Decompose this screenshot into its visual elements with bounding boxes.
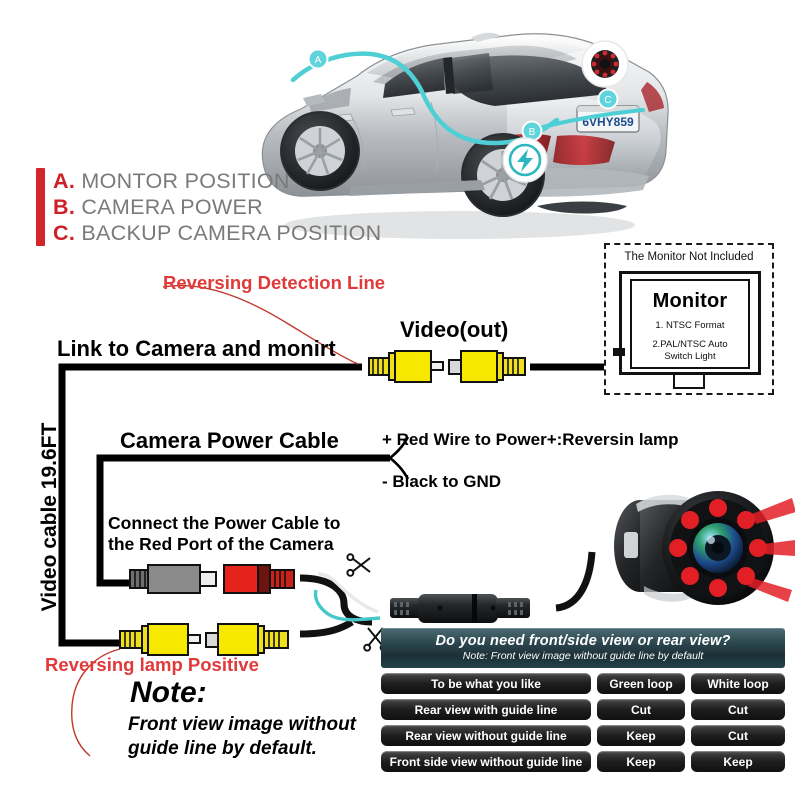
option-white-1[interactable]: White loop — [691, 673, 785, 694]
option-green-4[interactable]: Keep — [597, 751, 685, 772]
video-cable-path — [58, 363, 362, 647]
label-connect-power-cable: Connect the Power Cable to the Red Port … — [108, 513, 340, 555]
reversing-detection-curve — [162, 284, 359, 365]
options-row-2: Rear view with guide line Cut Cut — [381, 699, 785, 720]
options-banner-title: Do you need front/side view or rear view… — [435, 633, 731, 649]
rca-video-connector-pair — [368, 350, 526, 383]
legend-item-c: C. BACKUP CAMERA POSITION — [53, 220, 382, 246]
scissors-icon-white — [346, 553, 371, 577]
monitor-caption: The Monitor Not Included — [624, 251, 754, 263]
note-body: Front view image without guide line by d… — [128, 713, 356, 761]
power-to-coupler-path — [299, 574, 373, 626]
legend-accent-bar — [36, 168, 45, 246]
option-choice-1[interactable]: To be what you like — [381, 673, 591, 694]
monitor-panel: The Monitor Not Included Monitor 1. NTSC… — [604, 243, 774, 395]
label-red-wire: + Red Wire to Power+:Reversin lamp — [382, 430, 679, 449]
white-loop-wire — [317, 572, 379, 614]
svg-text:A: A — [315, 55, 322, 66]
label-black-gnd: - Black to GND — [382, 472, 502, 491]
power-connector-pair — [129, 564, 295, 594]
label-reversing-lamp-positive: Reversing lamp Positive — [45, 654, 259, 675]
label-camera-power-cable: Camera Power Cable — [120, 428, 339, 453]
option-green-3[interactable]: Keep — [597, 725, 685, 746]
monitor-spec-2: 2.PAL/NTSC Auto Switch Light — [632, 339, 748, 363]
label-connect-line2: the Red Port of the Camera — [108, 534, 334, 554]
monitor-stand — [673, 375, 705, 389]
legend-label-c: BACKUP CAMERA POSITION — [81, 221, 382, 245]
reversing-lamp-curve — [71, 648, 121, 757]
options-row-4: Front side view without guide line Keep … — [381, 751, 785, 772]
svg-text:C: C — [604, 95, 611, 106]
green-loop-wire — [313, 589, 381, 622]
cable-coupler — [390, 594, 530, 623]
option-white-4[interactable]: Keep — [691, 751, 785, 772]
monitor-frame: Monitor 1. NTSC Format 2.PAL/NTSC Auto S… — [613, 271, 761, 375]
note-title: Note: — [130, 676, 207, 709]
label-reversing-detection-line: Reversing Detection Line — [163, 272, 386, 293]
options-row-3: Rear view without guide line Keep Cut — [381, 725, 785, 746]
option-choice-4[interactable]: Front side view without guide line — [381, 751, 591, 772]
backup-camera-illustration — [614, 491, 795, 605]
monitor-title: Monitor — [652, 290, 728, 312]
options-banner-note: Note: Front view image without guide lin… — [462, 650, 704, 662]
note-body-line2: guide line by default. — [128, 738, 317, 759]
monitor-screen: Monitor 1. NTSC Format 2.PAL/NTSC Auto S… — [630, 279, 750, 369]
options-banner: Do you need front/side view or rear view… — [381, 628, 785, 668]
label-link-to-camera: Link to Camera and monirt — [57, 336, 336, 361]
legend-letter-c: C. — [53, 221, 76, 245]
legend-label-b: CAMERA POWER — [81, 195, 263, 219]
car-illustration: 6VHY859 — [261, 32, 669, 239]
label-video-out: Video(out) — [400, 317, 509, 342]
legend-letter-a: A. — [53, 169, 76, 193]
legend-letter-b: B. — [53, 195, 76, 219]
options-table: Do you need front/side view or rear view… — [381, 628, 785, 772]
rca-to-coupler-path — [299, 618, 354, 638]
option-white-2[interactable]: Cut — [691, 699, 785, 720]
monitor-spec-2-line1: 2.PAL/NTSC Auto — [652, 339, 728, 350]
license-plate-text: 6VHY859 — [582, 115, 634, 129]
label-connect-line1: Connect the Power Cable to — [108, 513, 341, 533]
note-body-line1: Front view image without — [128, 714, 357, 735]
option-green-1[interactable]: Green loop — [597, 673, 685, 694]
legend-label-a: MONTOR POSITION — [81, 169, 290, 193]
monitor-spec-2-line2: Switch Light — [664, 351, 716, 362]
monitor-input-port — [613, 348, 625, 356]
marker-a: A — [307, 48, 329, 70]
options-row-1: To be what you like Green loop White loo… — [381, 673, 785, 694]
camera-callout — [581, 40, 629, 88]
option-white-3[interactable]: Cut — [691, 725, 785, 746]
power-callout — [502, 137, 548, 183]
legend-item-a: A. MONTOR POSITION — [53, 168, 382, 194]
label-video-cable-length: Video cable 19.6FT — [38, 422, 61, 612]
option-choice-2[interactable]: Rear view with guide line — [381, 699, 591, 720]
option-choice-3[interactable]: Rear view without guide line — [381, 725, 591, 746]
power-cable-path — [96, 454, 390, 587]
coupler-to-camera-path — [555, 551, 596, 612]
legend: A. MONTOR POSITION B. CAMERA POWER C. BA… — [36, 168, 382, 246]
svg-text:B: B — [529, 127, 536, 138]
legend-item-b: B. CAMERA POWER — [53, 194, 382, 220]
marker-c: C — [597, 88, 619, 110]
monitor-spec-1: 1. NTSC Format — [655, 320, 725, 331]
option-green-2[interactable]: Cut — [597, 699, 685, 720]
rca-bottom-connector-pair — [119, 623, 289, 656]
